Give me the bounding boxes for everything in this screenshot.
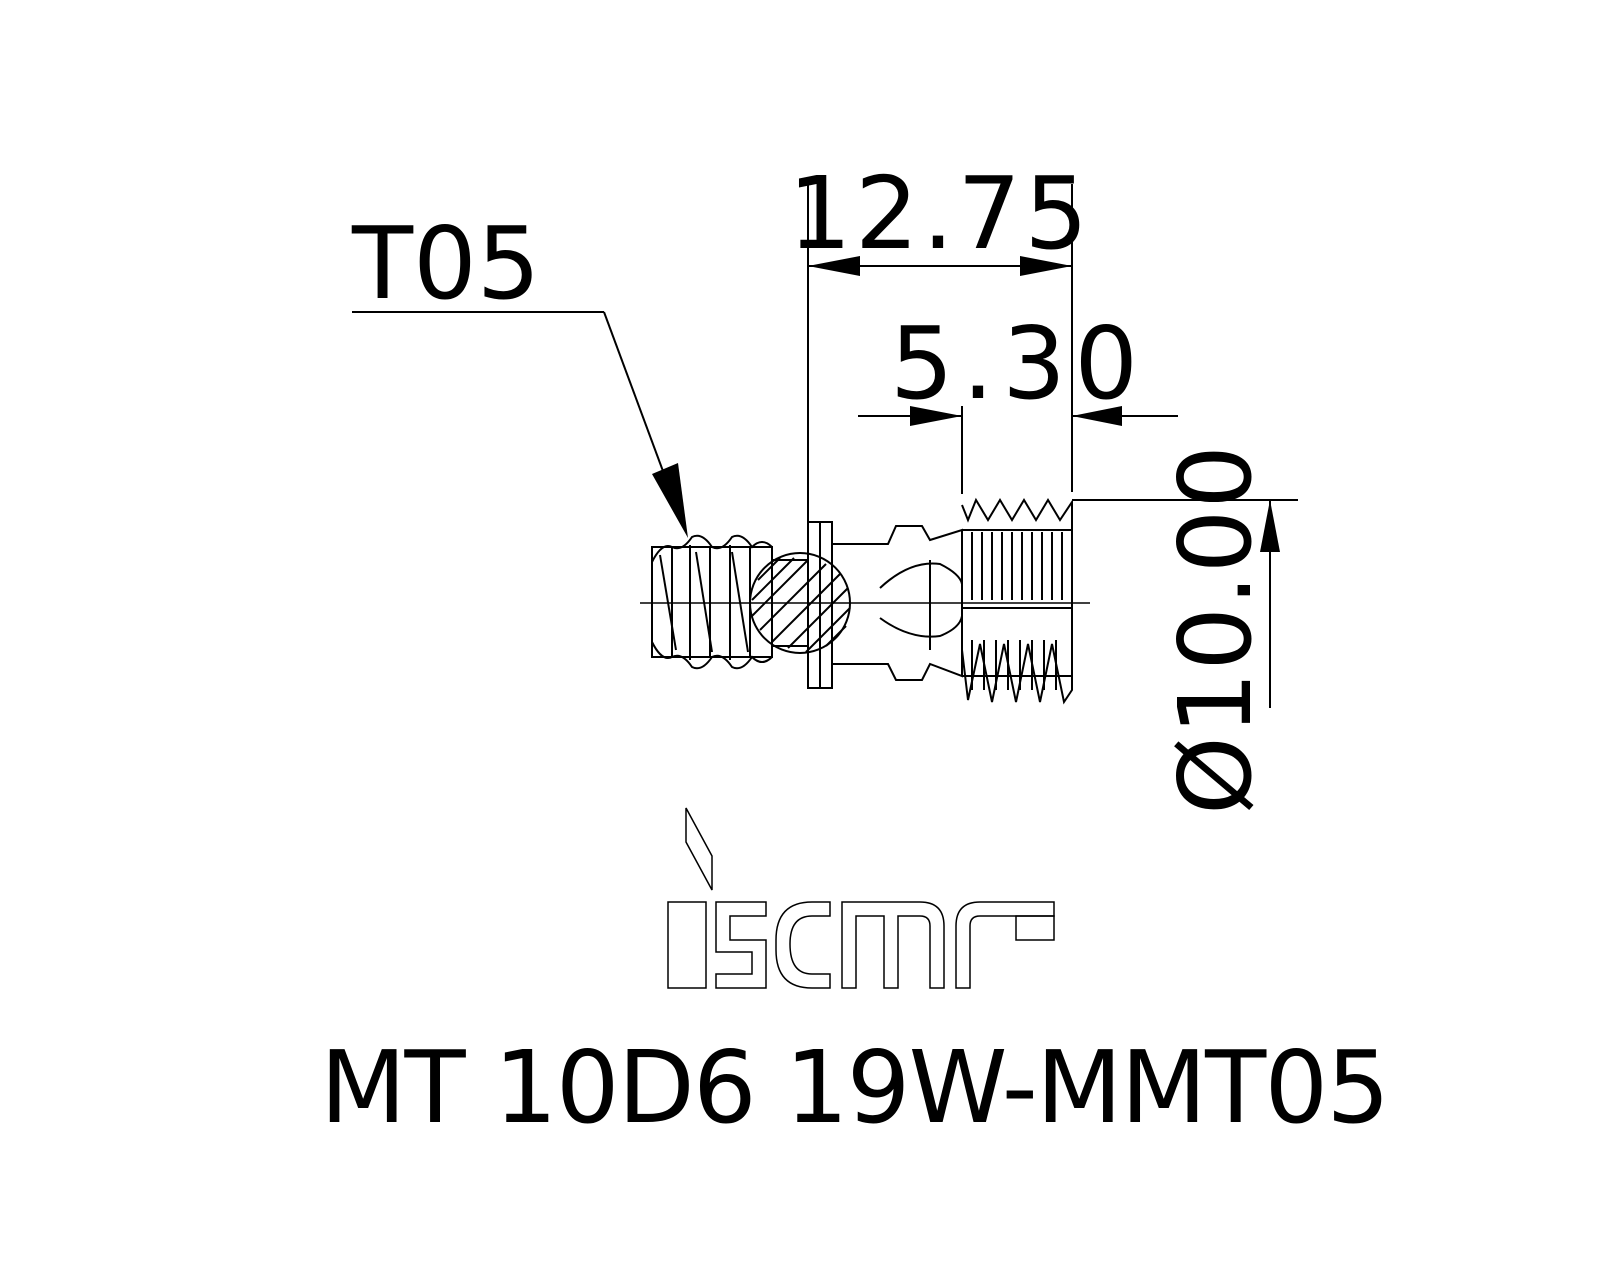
neck (832, 525, 963, 681)
tool-body (640, 497, 1090, 705)
cutting-head (961, 497, 1073, 705)
dimension-length: 12.75 (788, 155, 1088, 540)
t05-arrowhead (652, 463, 688, 538)
hatched-circle (749, 552, 851, 654)
dim-length-arrow-right (1020, 256, 1072, 276)
dim-thread-arrow-left (910, 406, 962, 426)
dim-diameter-text: Ø10.00 (1157, 445, 1274, 815)
dim-length-arrow-left (808, 256, 860, 276)
dim-diameter-arrow (1260, 500, 1280, 552)
iscar-logo: iscar (667, 807, 1055, 989)
screw-thread (651, 534, 808, 670)
t05-leader: T05 (351, 205, 688, 538)
dimension-thread-length: 5.30 (858, 305, 1178, 494)
dim-thread-length-text: 5.30 (890, 305, 1138, 422)
part-number: MT 10D6 19W-MMT05 (320, 1029, 1390, 1146)
t05-label: T05 (351, 205, 540, 322)
dim-length-text: 12.75 (788, 155, 1088, 272)
dimension-diameter: Ø10.00 (1072, 445, 1298, 815)
dim-thread-arrow-right (1072, 406, 1122, 426)
